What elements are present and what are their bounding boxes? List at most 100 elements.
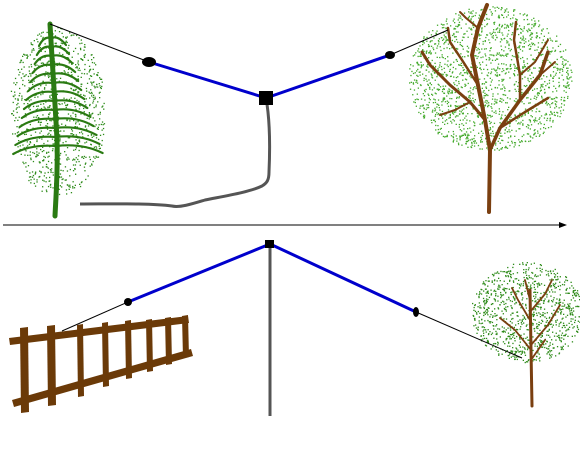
small-tree-foliage-dot — [554, 291, 556, 293]
conifer-foliage-dot — [99, 91, 101, 93]
deciduous-foliage-dot — [504, 9, 506, 11]
deciduous-foliage-dot — [507, 26, 510, 28]
small-tree-foliage-dot — [577, 328, 580, 331]
deciduous-foliage-dot — [565, 49, 567, 51]
small-tree-foliage-dot — [545, 269, 547, 272]
conifer-foliage-dot — [23, 66, 25, 68]
deciduous-foliage-dot — [442, 39, 444, 41]
deciduous-foliage-dot — [434, 107, 436, 109]
deciduous-foliage-dot — [551, 113, 553, 115]
small-tree-foliage-dot — [559, 308, 561, 310]
small-tree-foliage-dot — [563, 299, 565, 301]
deciduous-foliage-dot — [426, 36, 428, 39]
deciduous-foliage-dot — [570, 76, 572, 78]
small-tree-foliage-dot — [520, 350, 522, 352]
deciduous-foliage-dot — [475, 142, 478, 144]
deciduous-foliage-dot — [420, 64, 422, 66]
deciduous-foliage-dot — [441, 56, 443, 58]
deciduous-foliage-dot — [476, 57, 478, 60]
deciduous-foliage-dot — [422, 104, 424, 106]
conifer-foliage-dot — [50, 130, 52, 132]
small-tree-foliage-dot — [552, 291, 554, 293]
small-tree-foliage-dot — [487, 333, 490, 336]
deciduous-foliage-dot — [463, 128, 465, 130]
small-tree-foliage-dot — [560, 346, 562, 348]
small-tree-foliage-dot — [556, 276, 559, 278]
small-tree-foliage-dot — [505, 339, 507, 341]
deciduous-foliage-dot — [430, 53, 432, 55]
small-tree-foliage-dot — [513, 332, 516, 334]
conifer-foliage-dot — [22, 73, 24, 75]
deciduous-foliage-dot — [461, 86, 463, 89]
conifer-foliage-dot — [76, 67, 78, 69]
deciduous-foliage-dot — [540, 89, 542, 92]
deciduous-foliage-dot — [511, 55, 514, 57]
deciduous-foliage-dot — [443, 92, 446, 94]
small-tree-foliage-dot — [558, 352, 561, 354]
small-tree-foliage-dot — [485, 300, 487, 302]
deciduous-foliage-dot — [554, 74, 557, 76]
deciduous-foliage-dot — [502, 139, 504, 142]
small-tree-foliage-dot — [548, 348, 550, 350]
small-tree-foliage-dot — [535, 294, 537, 296]
small-tree-foliage-dot — [520, 334, 522, 336]
small-tree-foliage-dot — [539, 329, 541, 331]
small-tree-foliage-dot — [535, 305, 538, 307]
deciduous-foliage-dot — [559, 43, 562, 46]
small-tree-foliage-dot — [539, 344, 541, 347]
small-tree-foliage-dot — [528, 339, 530, 341]
conifer-foliage-dot — [74, 97, 76, 99]
small-tree-foliage-dot — [523, 276, 525, 279]
deciduous-foliage-dot — [481, 8, 483, 11]
conifer-foliage-dot — [31, 51, 33, 53]
deciduous-foliage-dot — [530, 98, 532, 100]
small-tree-foliage-dot — [549, 354, 551, 357]
conifer-foliage-dot — [97, 128, 99, 130]
small-tree-foliage-dot — [496, 271, 499, 273]
conifer-foliage-dot — [25, 54, 27, 56]
deciduous-foliage-dot — [473, 87, 475, 89]
deciduous-foliage-dot — [550, 74, 552, 76]
small-tree-foliage-dot — [522, 337, 525, 340]
small-tree-foliage-dot — [503, 307, 506, 310]
small-tree-foliage-dot — [473, 306, 475, 309]
deciduous-foliage-dot — [482, 56, 484, 58]
deciduous-foliage-dot — [508, 44, 510, 47]
deciduous-foliage-dot — [478, 52, 480, 54]
conifer-foliage-dot — [47, 71, 49, 74]
small-tree-foliage-dot — [485, 345, 488, 347]
deciduous-foliage-dot — [452, 52, 454, 54]
small-tree-foliage-dot — [524, 348, 526, 350]
conifer-foliage-dot — [33, 80, 35, 82]
conifer-foliage-dot — [83, 107, 85, 110]
deciduous-foliage-dot — [517, 54, 519, 56]
conifer-foliage-dot — [36, 38, 38, 40]
conifer-foliage-dot — [97, 74, 99, 77]
conifer-foliage-dot — [44, 75, 46, 77]
deciduous-foliage-dot — [464, 56, 466, 58]
deciduous-foliage-dot — [417, 68, 419, 71]
deciduous-foliage-dot — [494, 21, 496, 23]
small-tree-foliage-dot — [486, 308, 488, 311]
small-tree-foliage-dot — [551, 354, 553, 356]
small-tree-foliage-dot — [510, 293, 512, 296]
deciduous-foliage-dot — [503, 50, 505, 52]
deciduous-foliage-dot — [529, 68, 531, 71]
deciduous-foliage-dot — [459, 129, 461, 131]
deciduous-foliage-dot — [509, 68, 511, 70]
conifer-branch — [27, 81, 55, 93]
small-tree-foliage-dot — [575, 305, 577, 308]
deciduous-foliage-dot — [457, 142, 460, 144]
conifer-foliage-dot — [92, 112, 94, 114]
deciduous-foliage-dot — [502, 99, 505, 101]
small-tree-foliage-dot — [512, 317, 514, 320]
conifer-foliage-dot — [14, 98, 17, 100]
conifer-foliage-dot — [48, 180, 50, 182]
conifer-branch — [54, 135, 101, 146]
deciduous-foliage-dot — [528, 119, 530, 121]
deciduous-foliage-dot — [443, 47, 445, 50]
deciduous-foliage-dot — [453, 139, 455, 141]
conifer-foliage-dot — [32, 174, 35, 177]
deciduous-foliage-dot — [453, 32, 455, 35]
deciduous-foliage-dot — [489, 50, 491, 52]
